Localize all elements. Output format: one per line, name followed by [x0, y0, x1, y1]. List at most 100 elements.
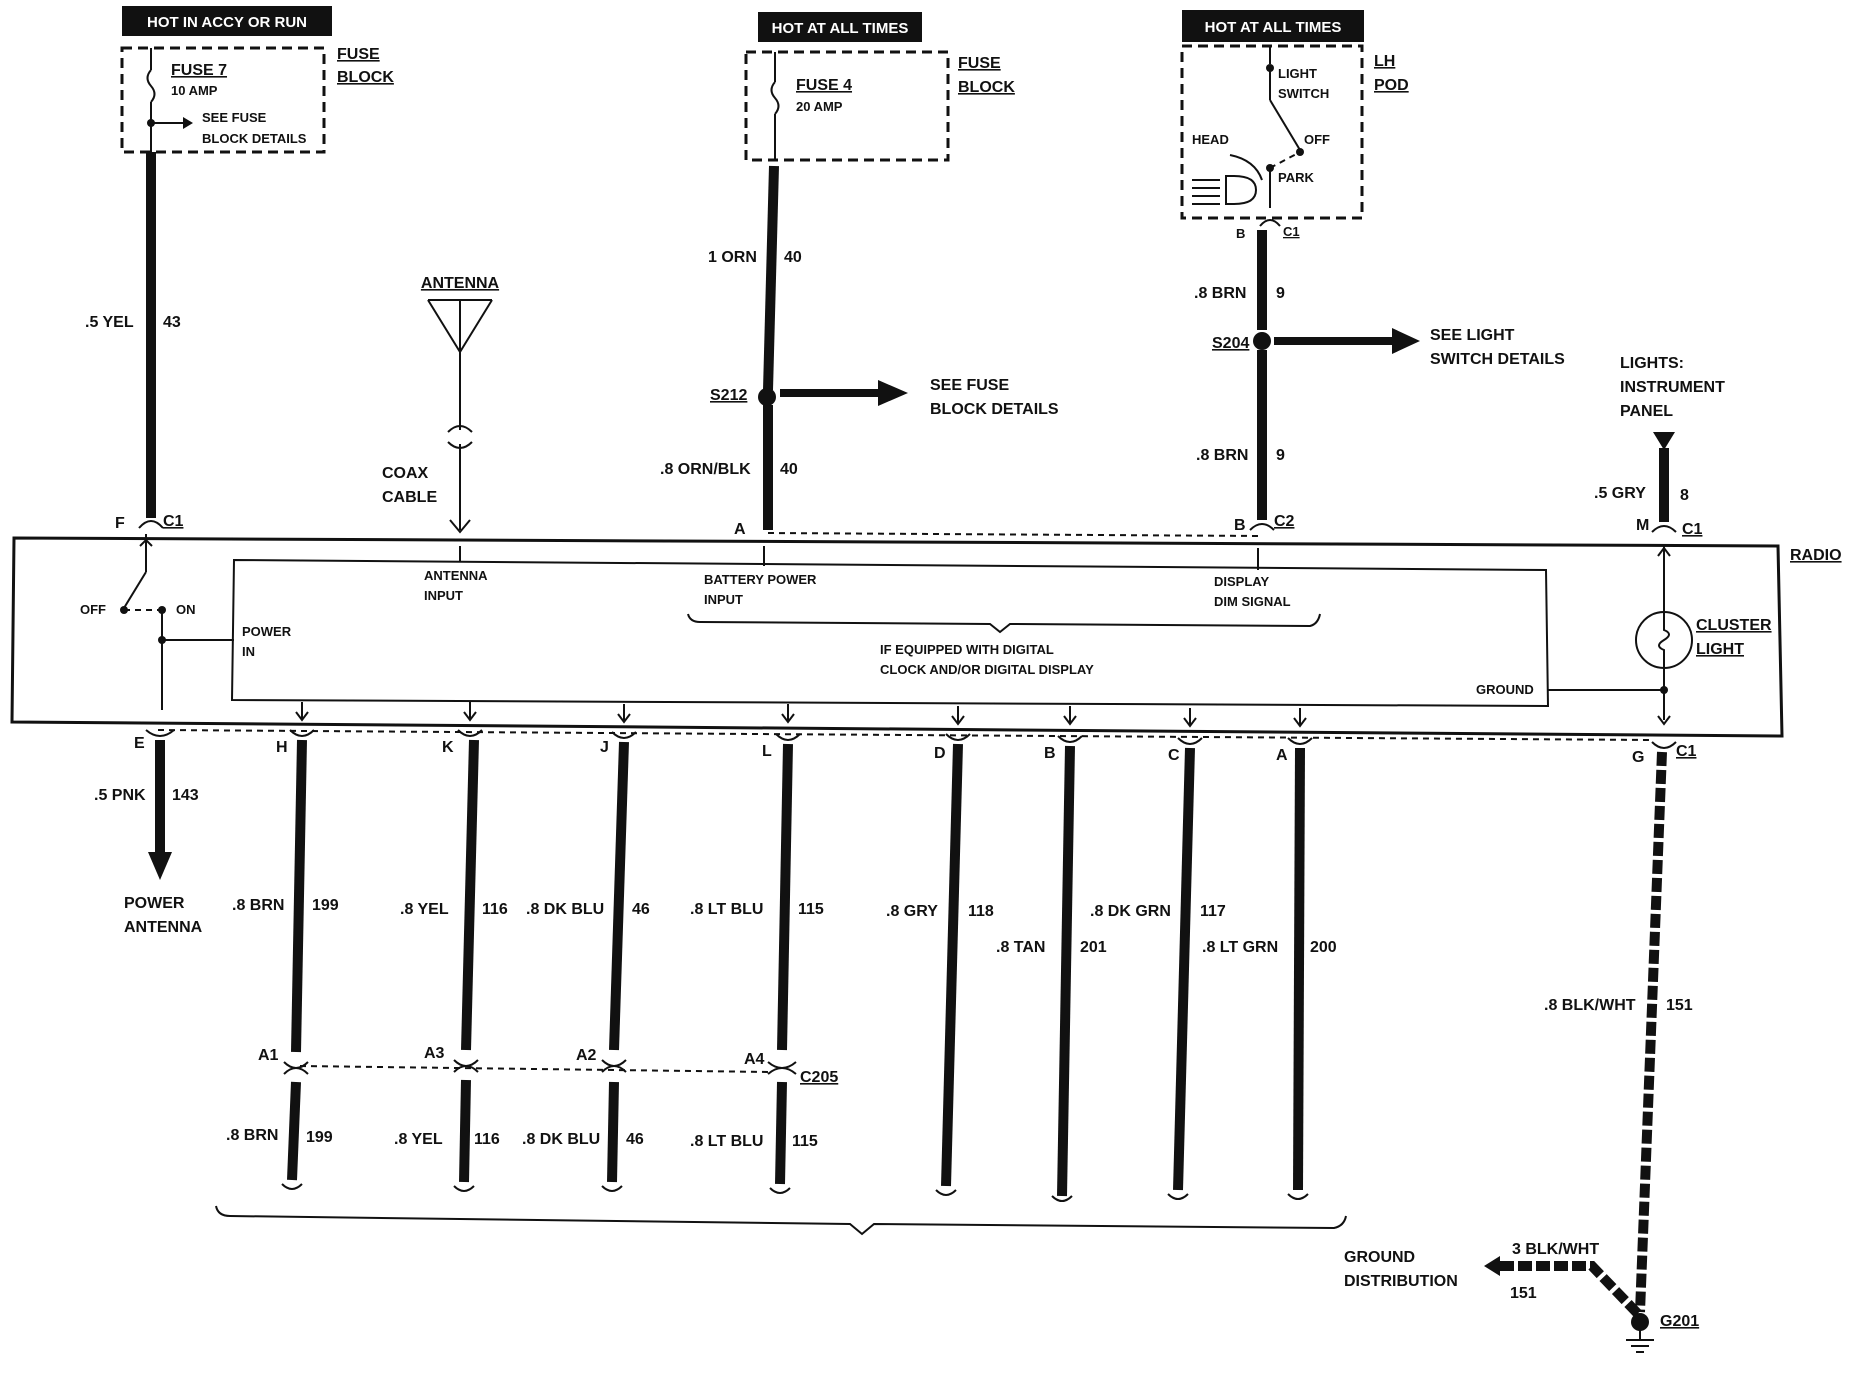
power-in-label: POWER: [242, 624, 292, 639]
wire-201-circuit: 201: [1080, 939, 1107, 956]
wire-46-c205-pin: A2: [576, 1047, 597, 1064]
wire-200: A .8 LT GRN 200: [1202, 737, 1337, 1200]
fuse7-box: [120, 46, 326, 154]
splice-s204-label: S204: [1212, 335, 1249, 352]
wire-116-pin: K: [442, 739, 454, 756]
wire-115b-circuit: 115: [792, 1133, 818, 1150]
wire-143-circuit: 143: [172, 787, 199, 804]
antenna-label: ANTENNA: [421, 275, 500, 292]
wire-116-size: .8 YEL: [400, 901, 449, 918]
ground-distribution-label-2: DISTRIBUTION: [1344, 1273, 1458, 1290]
wire-151: G C1 .8 BLK/WHT 151: [1544, 741, 1697, 1313]
wire-46b-size: .8 DK BLU: [522, 1131, 600, 1148]
wire-40-size: 1 ORN: [708, 249, 757, 266]
fuse7-section: HOT IN ACCY OR RUN FUSE 7 10 AMP SEE FUS…: [120, 6, 394, 154]
wire-115: L .8 LT BLU 115 A4 C205 .8 LT BLU 115: [690, 733, 838, 1194]
wire-200-size: .8 LT GRN: [1202, 939, 1278, 956]
radio-component: RADIO OFF ON POWER IN ANTENNA INPUT BATT…: [10, 534, 1842, 738]
wire-116-c205-pin: A3: [424, 1045, 445, 1062]
wire-118-circuit: 118: [968, 903, 994, 920]
splice-s204-dot: [1253, 332, 1271, 350]
light-switch-label: LIGHT: [1278, 66, 1317, 81]
wire-43: .5 YEL 43 F C1: [85, 152, 184, 532]
fuse4-block-label: FUSE: [958, 55, 1001, 72]
wire-201: B .8 TAN 201: [996, 735, 1107, 1202]
arrow-left-icon: [1484, 1256, 1500, 1276]
fuse7-name: FUSE 7: [171, 62, 227, 79]
g201-label: G201: [1660, 1313, 1699, 1330]
fuse7-note-2: BLOCK DETAILS: [202, 131, 307, 146]
wire-116b-circuit: 116: [474, 1131, 500, 1148]
wire-40: 1 ORN 40 S212 SEE FUSE BLOCK DETAILS .8 …: [660, 165, 1059, 538]
wire-116: K .8 YEL 116 A3 .8 YEL 116: [394, 729, 508, 1192]
wire-46-circuit: 46: [632, 901, 650, 918]
ground-wire-circuit: 151: [1510, 1285, 1537, 1302]
fuse4-symbol: [770, 81, 780, 115]
wire-9b-circuit: 9: [1276, 447, 1285, 464]
fuse4-section: HOT AT ALL TIMES FUSE 4 20 AMP FUSE BLOC…: [744, 12, 1015, 162]
fuse7-note: SEE FUSE: [202, 110, 267, 125]
fuse4-box: [744, 50, 950, 162]
s212-ref: SEE FUSE: [930, 377, 1009, 394]
wire-143-pin: E: [134, 735, 145, 752]
wire-9: .8 BRN 9 S204 SEE LIGHT SWITCH DETAILS .…: [1194, 230, 1565, 534]
radio-title: RADIO: [1790, 547, 1842, 564]
wire-199b-size: .8 BRN: [226, 1127, 278, 1144]
antenna-input-label-2: INPUT: [424, 588, 463, 603]
wire-143: E .5 PNK 143 POWER ANTENNA: [94, 729, 203, 936]
wire-9b-pin: B: [1234, 517, 1246, 534]
wire-115-circuit: 115: [798, 901, 824, 918]
lights-label-2: INSTRUMENT: [1620, 379, 1725, 396]
fuse7-symbol: [146, 69, 156, 103]
head-position-label: HEAD: [1192, 132, 1229, 147]
wire-46: J .8 DK BLU 46 A2 .8 DK BLU 46: [522, 731, 650, 1192]
wire-117-circuit: 117: [1200, 903, 1226, 920]
c205-connector-line: [299, 1065, 771, 1073]
wire-40-circuit: 40: [784, 249, 802, 266]
fuse7-rating: 10 AMP: [171, 83, 218, 98]
connector-link: [767, 532, 1263, 537]
s212-ref-2: BLOCK DETAILS: [930, 401, 1059, 418]
park-position-label: PARK: [1278, 170, 1314, 185]
wire-8-pin: M: [1636, 517, 1649, 534]
wire-group-brace: [215, 1205, 1347, 1236]
s204-ref: SEE LIGHT: [1430, 327, 1515, 344]
coax-label: COAX: [382, 465, 429, 482]
wire-43-pin: F: [115, 515, 125, 532]
s204-ref-2: SWITCH DETAILS: [1430, 351, 1565, 368]
light-switch-label-2: SWITCH: [1278, 86, 1329, 101]
arrow-down-icon: [148, 852, 172, 880]
coax-label-2: CABLE: [382, 489, 437, 506]
wire-117-size: .8 DK GRN: [1090, 903, 1171, 920]
cluster-light-label: CLUSTER: [1696, 617, 1772, 634]
wire-43-conn: C1: [163, 513, 184, 530]
wire-199-c205-pin: A1: [258, 1047, 279, 1064]
lhpod-supply-header: [1182, 10, 1364, 42]
ground-wire-size: 3 BLK/WHT: [1512, 1241, 1599, 1258]
display-dim-label: DISPLAY: [1214, 574, 1269, 589]
power-antenna-label-2: ANTENNA: [124, 919, 203, 936]
arrow-icon: [183, 117, 193, 129]
lhpod-title-2: POD: [1374, 77, 1409, 94]
wire-151-circuit: 151: [1666, 997, 1693, 1014]
wire-9-size: .8 BRN: [1194, 285, 1246, 302]
wire-46b-circuit: 46: [626, 1131, 644, 1148]
wire-199: H .8 BRN 199 A1 .8 BRN 199: [226, 729, 339, 1190]
lhpod-box: [1180, 44, 1364, 220]
ground-label: GROUND: [1476, 682, 1534, 697]
wire-116b-size: .8 YEL: [394, 1131, 443, 1148]
lhpod-title: LH: [1374, 53, 1395, 70]
wire-199-size: .8 BRN: [232, 897, 284, 914]
cluster-light-label-2: LIGHT: [1696, 641, 1744, 658]
digital-bracket: [687, 613, 1321, 634]
headlamp-icon: [1225, 175, 1258, 205]
wire-117-pin: C: [1168, 747, 1180, 764]
fuse4-supply-label: HOT AT ALL TIMES: [772, 20, 909, 37]
wire-201-pin: B: [1044, 745, 1056, 762]
switch-on-label: ON: [176, 602, 196, 617]
arrow-icon: [878, 380, 908, 406]
wire-9-circuit: 9: [1276, 285, 1285, 302]
fuse7-block-label-2: BLOCK: [337, 69, 394, 86]
wire-118-pin: D: [934, 745, 946, 762]
wire-115-size: .8 LT BLU: [690, 901, 763, 918]
